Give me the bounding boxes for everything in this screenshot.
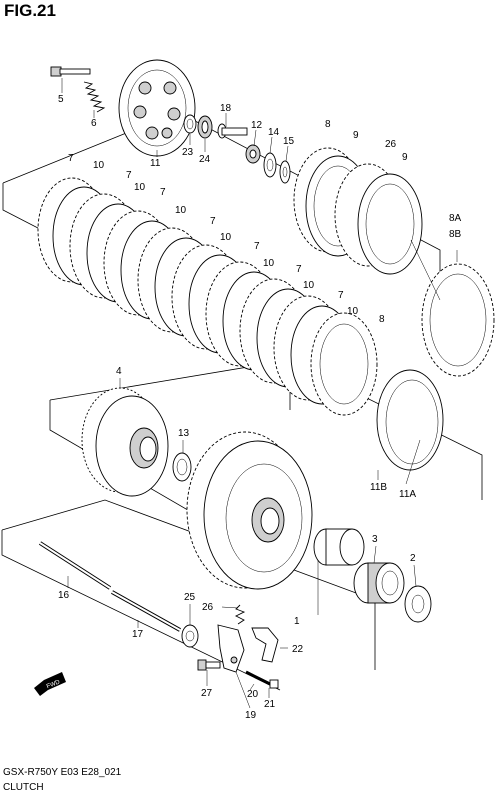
bearing-part-24 [197,115,213,139]
fwd-arrow-icon: FWD [34,672,66,696]
callout-1: 1 [294,616,300,627]
clutch-housing-part-1 [186,431,313,590]
callout-7-6: 7 [296,264,302,275]
push-piece-part-18 [217,123,248,139]
callout-10-2: 10 [134,182,146,193]
nut-part-12 [245,144,261,164]
callout-16: 16 [58,590,70,601]
bolt-part-27 [197,659,221,671]
callout-7-1: 7 [68,153,74,164]
push-rod-part-17 [111,590,181,632]
callout-9-b: 9 [402,152,408,163]
callout-10-6: 10 [303,280,315,291]
thrust-washer-part-2 [404,585,432,623]
callout-10-4: 10 [220,232,232,243]
model-code: GSX-R750Y E03 E28_021 [3,767,122,778]
callout-13: 13 [178,428,190,439]
pressure-plate-part-11 [118,59,196,157]
callout-18: 18 [220,103,232,114]
adjust-screw-part-20 [245,670,271,686]
section-name: CLUTCH [3,782,44,793]
callout-10-3: 10 [175,205,187,216]
callout-8a: 8A [449,213,462,224]
callout-8b: 8B [449,229,462,240]
sleeve-part [313,528,365,566]
callout-7-upper: 26 [385,139,397,150]
callout-24: 24 [199,154,211,165]
callout-7-7: 7 [338,290,344,301]
callout-7-3: 7 [160,187,166,198]
callout-4: 4 [116,366,122,377]
callout-8-upper: 8 [325,119,331,130]
callout-23: 23 [182,147,194,158]
callout-10-7: 10 [347,306,359,317]
callout-7-4: 7 [210,216,216,227]
spring-part-6 [83,81,106,113]
washer-part-23 [183,114,197,134]
callout-11b: 11B [370,482,387,493]
callout-26: 26 [202,602,214,613]
leader-lines [61,78,458,709]
clutch-plate-stack [37,177,378,416]
spring-seat-part-11a-11b [376,369,444,471]
washer-part-15 [279,160,291,184]
callout-labels: 5 6 11 23 24 18 12 14 15 8 9 26 9 7 10 7… [58,94,462,721]
callout-9-a: 9 [353,130,359,141]
spring-part-26 [234,604,246,625]
callout-17: 17 [132,629,144,640]
callout-25: 25 [184,592,196,603]
callout-20: 20 [247,689,259,700]
push-rod-part-16 [38,541,112,590]
callout-10-5: 10 [263,258,275,269]
callout-5: 5 [58,94,64,105]
callout-7-2: 7 [126,170,132,181]
washer-part-14 [263,152,277,178]
callout-7-5: 7 [254,241,260,252]
figure-title: FIG.21 [4,1,56,20]
callout-3: 3 [372,534,378,545]
bracket-part-22 [251,627,279,663]
oil-seal-part-25 [181,624,199,648]
callout-11: 11 [150,158,161,169]
callout-14: 14 [268,127,280,138]
callout-15: 15 [283,136,295,147]
callout-11a: 11A [399,489,416,500]
callout-6: 6 [91,118,97,129]
callout-8-lower: 8 [379,314,385,325]
washer-part-13 [172,452,192,482]
bolt-part-5 [50,66,91,77]
callout-2: 2 [410,553,416,564]
callout-27: 27 [201,688,213,699]
callout-10-1: 10 [93,160,105,171]
plate-part-8a-8b [421,263,495,377]
callout-21: 21 [264,699,276,710]
callout-12: 12 [251,120,263,131]
callout-22: 22 [292,644,304,655]
release-arm-part-19 [217,624,245,673]
needle-bearing-part-3 [353,562,405,604]
callout-19: 19 [245,710,257,721]
nut-part-21 [269,679,279,689]
upper-plate-group [293,147,423,275]
clutch-hub-part-4 [81,387,169,497]
fwd-badge-text: FWD [46,679,62,690]
